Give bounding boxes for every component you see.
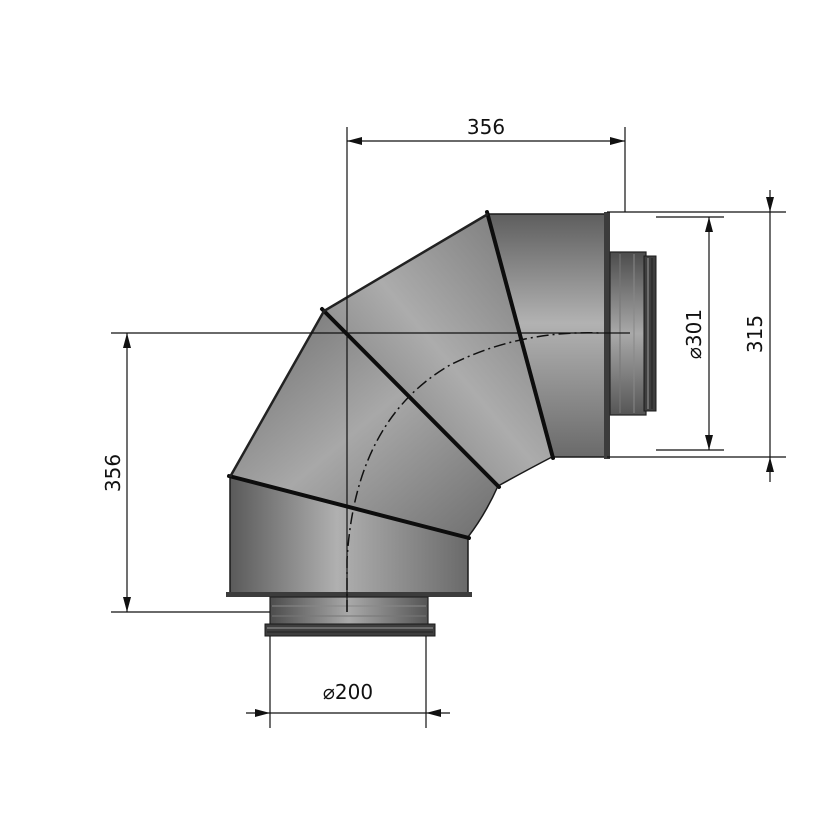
dimension-top-width-label: 356: [467, 115, 505, 139]
dimension-outlet-outer-label: 315: [743, 315, 767, 353]
dimension-top-width: 356: [347, 115, 625, 145]
dimension-left-height-label: 356: [101, 454, 125, 492]
centerline-arc: [346, 332, 601, 612]
reference-lines: [111, 127, 786, 728]
inlet-collar: [264, 596, 436, 637]
dimension-inlet-diameter: ⌀200: [246, 680, 450, 717]
seam-line-2: [320, 307, 501, 489]
elbow-body: [226, 210, 610, 597]
dimension-outlet-diameter-label: ⌀301: [682, 309, 706, 359]
outer-edge: [228, 212, 489, 478]
dimension-left-height: 356: [101, 333, 131, 612]
inlet-flange: [226, 592, 472, 597]
dimension-outlet-outer: 315: [743, 190, 774, 482]
dimension-outlet-diameter: ⌀301: [682, 217, 713, 450]
seam-line-3: [485, 210, 555, 460]
outlet-flange: [604, 212, 610, 459]
dimension-inlet-diameter-label: ⌀200: [323, 680, 373, 704]
seam-line-1: [227, 474, 471, 540]
